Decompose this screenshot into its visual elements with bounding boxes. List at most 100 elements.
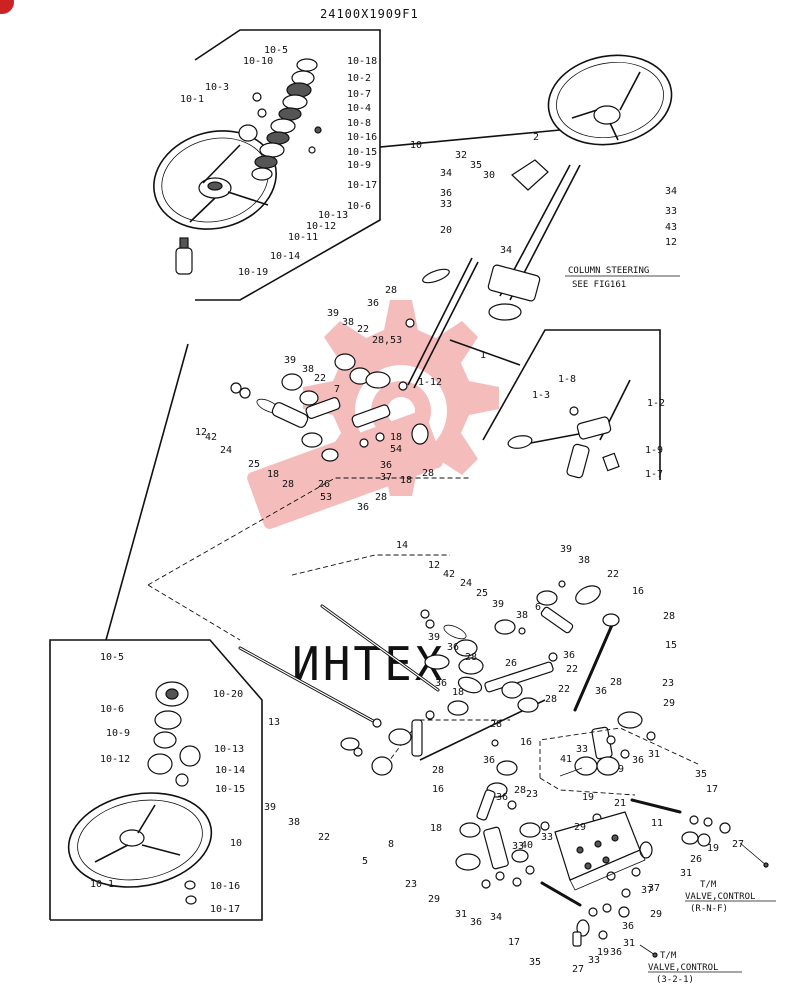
leader-1 bbox=[449, 339, 521, 366]
callout: 10-17 bbox=[347, 180, 377, 191]
callout: 26 bbox=[690, 854, 702, 865]
callout: 28 bbox=[282, 479, 294, 490]
callout: 1-9 bbox=[645, 445, 663, 456]
callout: 21 bbox=[614, 798, 626, 809]
callout: 38 bbox=[302, 364, 314, 375]
callout: 24 bbox=[460, 578, 472, 589]
callout: 10-14 bbox=[215, 765, 245, 776]
callout: 19 bbox=[597, 947, 609, 958]
callout: 37 bbox=[648, 883, 660, 894]
callout: 33 bbox=[541, 832, 553, 843]
inset-frame-right bbox=[482, 329, 661, 480]
callout: 36 bbox=[447, 642, 459, 653]
callout: 28 bbox=[514, 785, 526, 796]
callout: 23 bbox=[526, 789, 538, 800]
callout: 23 bbox=[662, 678, 674, 689]
callout: 53 bbox=[320, 492, 332, 503]
callout: 1-7 bbox=[645, 469, 663, 480]
callout: 13 bbox=[268, 717, 280, 728]
callout: 36 bbox=[380, 460, 392, 471]
callout: 29 bbox=[650, 909, 662, 920]
callout: 1-3 bbox=[532, 390, 550, 401]
note-see-fig: SEE FIG161 bbox=[572, 280, 626, 290]
column-shaft bbox=[487, 159, 581, 321]
callout: 33 bbox=[665, 206, 677, 217]
callout: 39 bbox=[327, 308, 339, 319]
callout: 10-10 bbox=[243, 56, 273, 67]
callout: 16 bbox=[520, 737, 532, 748]
rod-17-lower bbox=[540, 881, 582, 907]
note-range-2: (3-2-1) bbox=[656, 975, 694, 985]
inset-stack-parts bbox=[147, 681, 201, 905]
callout: 12 bbox=[195, 427, 207, 438]
dashed-link-b bbox=[147, 584, 241, 641]
callout: 16 bbox=[432, 784, 444, 795]
callouts: 10-18 10-2 10-7 10-4 10-8 10-16 10-15 10… bbox=[90, 45, 744, 975]
callout: 30 bbox=[483, 170, 495, 181]
callout: 27 bbox=[732, 839, 744, 850]
callout: 36 bbox=[357, 502, 369, 513]
callout: 8 bbox=[388, 839, 394, 850]
callout: 28 bbox=[610, 677, 622, 688]
shift-lever-1 bbox=[407, 257, 479, 389]
note-valve-control-2: VALVE,CONTROL bbox=[648, 963, 718, 973]
lever-1-detail bbox=[507, 379, 631, 479]
callout: 36 bbox=[435, 678, 447, 689]
callout: 37 bbox=[380, 472, 392, 483]
callout: 34 bbox=[665, 186, 677, 197]
callout: 39 bbox=[560, 544, 572, 555]
callout: 10-8 bbox=[347, 118, 371, 129]
callout: 12 bbox=[665, 237, 677, 248]
callout: 10-5 bbox=[264, 45, 288, 56]
callout: 35 bbox=[470, 160, 482, 171]
callout: 34 bbox=[440, 168, 452, 179]
callout: 23 bbox=[405, 879, 417, 890]
callout: 43 bbox=[665, 222, 677, 233]
callout: 22 bbox=[607, 569, 619, 580]
callout: 33 bbox=[440, 199, 452, 210]
bottle-part bbox=[175, 237, 193, 275]
callout: 27 bbox=[572, 964, 584, 975]
callout: 36 bbox=[632, 755, 644, 766]
callout: 54 bbox=[390, 444, 402, 455]
callout: 36 bbox=[563, 650, 575, 661]
dashed-link-c bbox=[291, 554, 450, 576]
callout: 39 bbox=[284, 355, 296, 366]
callout: 38 bbox=[516, 610, 528, 621]
callout: 22 bbox=[314, 373, 326, 384]
callout: 26 bbox=[318, 479, 330, 490]
callout: 10-12 bbox=[306, 221, 336, 232]
callout: 10-4 bbox=[347, 103, 371, 114]
callout: 28 bbox=[465, 652, 477, 663]
callout: 10-12 bbox=[100, 754, 130, 765]
callout: 2 bbox=[533, 132, 539, 143]
callout: 36 bbox=[622, 921, 634, 932]
note-range-1: (R-N-F) bbox=[690, 904, 728, 914]
lower-linkage-parts bbox=[340, 580, 731, 947]
dashed-link-a bbox=[147, 477, 470, 586]
steering-wheel-top-right bbox=[547, 54, 673, 146]
callout: 33 bbox=[576, 744, 588, 755]
callout: 6 bbox=[535, 602, 541, 613]
callout: 35 bbox=[529, 957, 541, 968]
drawing-number: 24100X1909F1 bbox=[320, 7, 419, 21]
callout: 18 bbox=[390, 432, 402, 443]
callout: 36 bbox=[470, 917, 482, 928]
callout: 26 bbox=[505, 658, 517, 669]
callout: 22 bbox=[558, 684, 570, 695]
callout: 1 bbox=[480, 350, 486, 361]
callout: 40 bbox=[521, 840, 533, 851]
callout: 17 bbox=[508, 937, 520, 948]
callout: 10 bbox=[410, 140, 422, 151]
callout: 10-19 bbox=[238, 267, 268, 278]
callout: 19 bbox=[707, 843, 719, 854]
callout: 33 bbox=[588, 955, 600, 966]
callout: 10-17 bbox=[210, 904, 240, 915]
note-tm-1: T/M bbox=[700, 880, 717, 890]
callout: 28 bbox=[663, 611, 675, 622]
callout: 1-2 bbox=[647, 398, 665, 409]
callout: 35 bbox=[695, 769, 707, 780]
callout: 10-13 bbox=[214, 744, 244, 755]
callout: 22 bbox=[318, 832, 330, 843]
callout: 18 bbox=[430, 823, 442, 834]
